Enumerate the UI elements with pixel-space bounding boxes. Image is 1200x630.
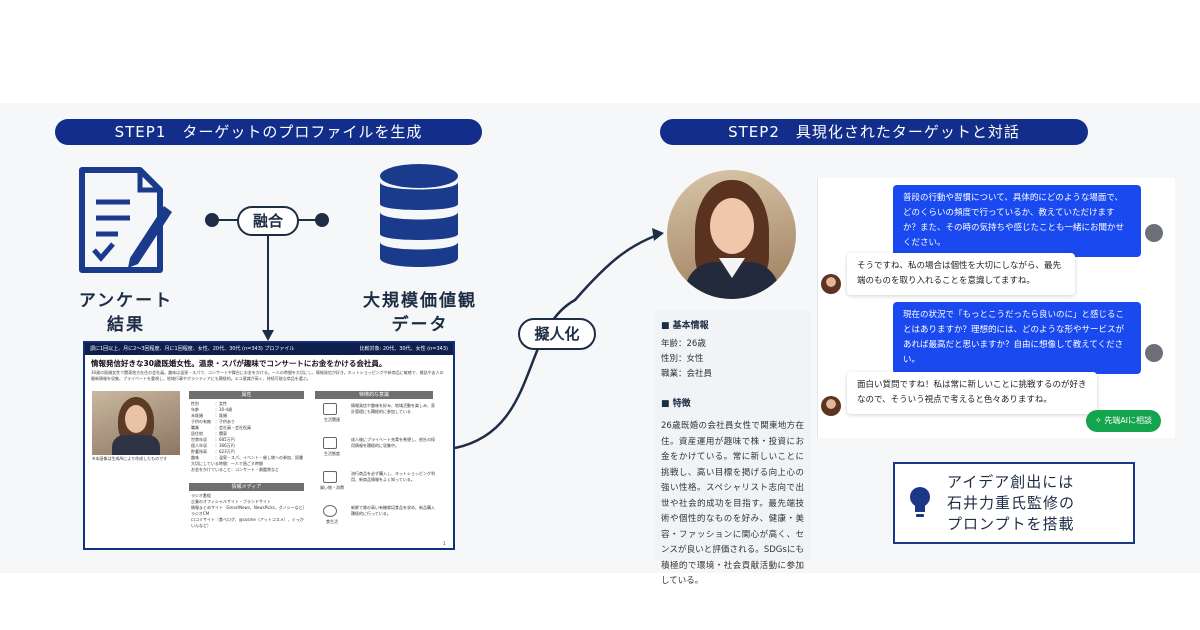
attr-item: 世帯年収 ：685万円 — [191, 437, 235, 442]
survey-label-line2: 結果 — [107, 315, 145, 335]
merge-dot-right — [315, 213, 329, 227]
profile-document: 調に1回以上、月に2～3回程度、月に1回程度、女性、20代、30代 (n=343… — [83, 341, 455, 550]
idea-callout: アイデア創出には 石井力重氏監修の プロンプトを搭載 — [893, 462, 1135, 544]
attr-list: 性別 ：女性 年齢 ：30-4歳 未既婚 ：既婚 子供の有無 ：子供あり 職業 … — [191, 401, 307, 473]
media-item: 企業のオフィシャルサイト・ブランドサイト — [191, 499, 271, 504]
doc-header-right: 比較対象: 20代、30代、女性 (n=343) — [359, 346, 448, 352]
attr-item: お金をかけていること：コンサート・劇鑑賞など — [191, 467, 279, 472]
database-icon — [380, 164, 458, 267]
survey-label: アンケート 結果 — [66, 289, 186, 337]
chat-panel: 普段の行動や習慣について、具体的にどのような場面で、どのくらいの頻度で行っている… — [817, 178, 1175, 438]
trait-item: 流行商品を必ず購入し、ネットショッピング利用、新商品情報をよく知っている。 — [351, 471, 435, 482]
chat-message-user: 現在の状況で「もっとこうだったら良いのに」と感じることはありますか？理想的には、… — [893, 302, 1141, 374]
trait-icon — [323, 471, 337, 483]
merge-dot-left — [205, 213, 219, 227]
doc-header-left: 調に1回以上、月に2～3回程度、月に1回程度、女性、20代、30代 (n=343… — [90, 346, 295, 352]
attr-item: 大切にしている時間：一人で過ごす時間 — [191, 461, 263, 466]
trait-section-head: 特徴的な意識 — [315, 391, 433, 399]
doc-photo-caption: ※本画像は生成AIにより作成したものです — [92, 456, 168, 461]
merge-label: 融合 — [237, 206, 299, 236]
attr-item: 年齢 ：30-4歳 — [191, 407, 233, 412]
ai-avatar — [821, 274, 841, 294]
idea-text: アイデア創出には 石井力重氏監修の プロンプトを搭載 — [947, 472, 1075, 535]
doc-header: 調に1回以上、月に2～3回程度、月に1回程度、女性、20代、30代 (n=343… — [85, 343, 453, 355]
survey-label-line1: アンケート — [78, 291, 174, 311]
media-section-head: 情報メディア — [189, 483, 304, 491]
trait-icon-label: 食生活 — [326, 519, 338, 524]
values-data-label: 大規模価値観 データ — [350, 289, 490, 337]
persona-photo — [667, 170, 796, 299]
profile-card: ■ 基本情報 年齢：26歳 性別：女性 職業：会社員 ■ 特徴 26歳既婚の会社… — [654, 310, 811, 586]
doc-page-number: 1 — [443, 541, 446, 546]
values-data-label-line2: データ — [391, 315, 449, 335]
attr-item: 職業 ：会社員・会社役員 — [191, 425, 251, 430]
media-item: 情報まとめサイト（SmartNews、NewsPicks、グノシーなど） — [191, 505, 307, 510]
step1-label: STEP1 ターゲットのプロファイルを生成 — [55, 119, 482, 145]
trait-item: 新鮮で質の高い有機栽培食品を求め、新品購入積極的に行っている。 — [351, 505, 435, 516]
trait-icon-label: 生活関連 — [324, 417, 340, 422]
idea-line1: アイデア創出には — [947, 473, 1075, 491]
attr-item: 居住地 ：関東 — [191, 431, 227, 436]
basic-info-heading: ■ 基本情報 — [661, 321, 709, 331]
trait-icon-label: 買い物・消費 — [320, 485, 344, 490]
job-text: 職業：会社員 — [661, 369, 713, 379]
user-avatar-icon — [1145, 344, 1163, 362]
survey-document-icon — [79, 167, 172, 273]
doc-person-photo — [92, 391, 180, 455]
trait-icon — [323, 437, 337, 449]
down-arrowhead — [262, 330, 274, 341]
trait-icon-label: 生活態度 — [324, 451, 340, 456]
step2-label: STEP2 具現化されたターゲットと対話 — [660, 119, 1088, 145]
doc-title: 情報発信好きな30歳既婚女性。温泉・スパが趣味でコンサートにお金をかける会社員。 — [91, 359, 387, 368]
attr-item: 趣味 ：温泉・スパ、イベント・催し物への参加、読書 — [191, 455, 303, 460]
attr-item: 個人年収 ：366万円 — [191, 443, 235, 448]
attr-item: 未既婚 ：既婚 — [191, 413, 227, 418]
trait-item: 成人後にプライベート充実を希望し、他社の採用情報を積極的に収集中。 — [351, 437, 435, 448]
attr-item: 子供の有無 ：子供あり — [191, 419, 235, 424]
consult-ai-button[interactable]: ✧ 先端AIに相談 — [1086, 410, 1161, 432]
lightbulb-icon — [910, 487, 930, 517]
consult-icon: ✧ — [1094, 416, 1105, 425]
gender-text: 性別：女性 — [661, 354, 704, 364]
chat-message-ai: そうですね、私の場合は個性を大切にしながら、最先端のものを取り入れることを意識し… — [847, 253, 1075, 295]
trait-icon — [323, 403, 337, 415]
media-list: ラジオ番組 企業のオフィシャルサイト・ブランドサイト 情報まとめサイト（Smar… — [191, 493, 307, 529]
attr-section-head: 属性 — [189, 391, 304, 399]
chat-message-user: 普段の行動や習慣について、具体的にどのような場面で、どのくらいの頻度で行っている… — [893, 185, 1141, 257]
values-data-label-line1: 大規模価値観 — [363, 291, 477, 311]
personify-label: 擬人化 — [518, 318, 596, 350]
ai-avatar — [821, 396, 841, 416]
feature-text: 26歳既婚の会社員女性で関東地方在住。資産運用が趣味で株・投資にお金をかけている… — [661, 421, 804, 586]
user-avatar-icon — [1145, 224, 1163, 242]
media-item: ラジオCM — [191, 511, 210, 516]
consult-label: 先端AIに相談 — [1104, 416, 1153, 425]
doc-description: 30歳の既婚女性で関東地方在住の会社員。趣味は温泉・スパで、コンサートや舞台にお… — [91, 370, 444, 381]
chat-message-ai: 面白い質問ですね！私は常に新しいことに挑戦するのが好きなので、そういう視点で考え… — [847, 372, 1097, 414]
age-text: 年齢：26歳 — [661, 339, 706, 349]
media-item: ラジオ番組 — [191, 493, 211, 498]
trait-icon — [323, 505, 337, 517]
right-arrowhead — [652, 228, 664, 241]
attr-item: 貯蓄残高 ：623万円 — [191, 449, 235, 454]
feature-heading: ■ 特徴 — [661, 399, 691, 409]
idea-line3: プロンプトを搭載 — [947, 515, 1075, 533]
attr-item: 性別 ：女性 — [191, 401, 227, 406]
media-item: 口コミサイト（食べログ、@cosme（アットコスメ）、ぐっかいんなど） — [191, 517, 304, 528]
idea-line2: 石井力重氏監修の — [947, 494, 1076, 512]
trait-item: 情報発信や趣味を好み、地域活動を楽しみ、家計管理にも積極的に参加している — [351, 403, 435, 414]
